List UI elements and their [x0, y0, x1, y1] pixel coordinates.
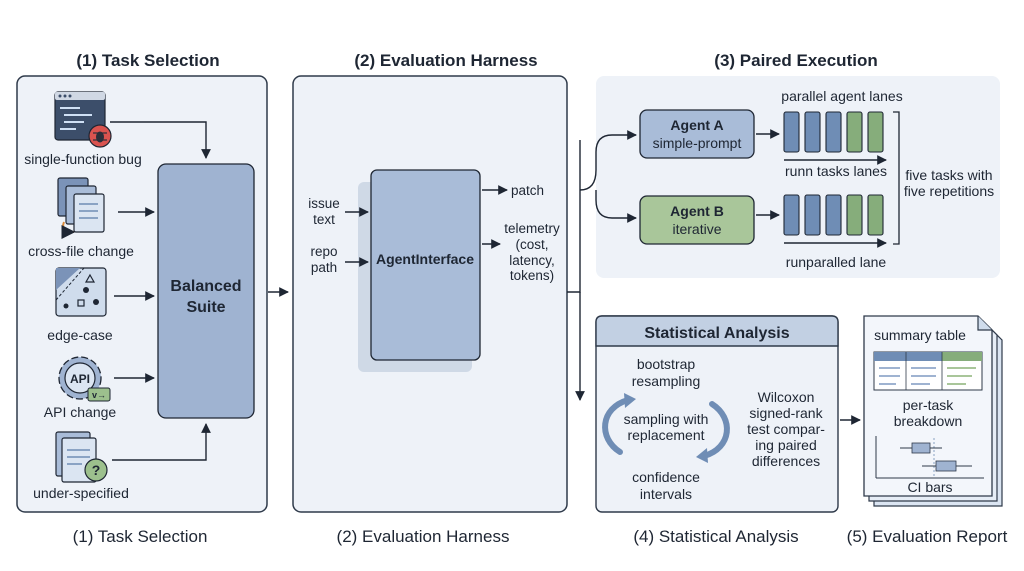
svg-text:?: ?: [92, 462, 101, 478]
lane-bar-a-3: [825, 111, 842, 153]
lane-bar-a-2: [804, 111, 821, 153]
confidence-line1: confidence: [632, 469, 700, 485]
lanes-agent-a: [783, 111, 884, 153]
per-task-line1: per-task: [903, 397, 955, 413]
telemetry-line4: tokens): [510, 268, 554, 283]
telemetry-line3: latency,: [509, 253, 555, 268]
sampling-line2: replacement: [627, 427, 704, 443]
ci-bars-plot-icon: [875, 436, 984, 479]
summary-line2: five repetitions: [904, 183, 994, 199]
file-stack-icon: [57, 177, 105, 239]
title-paired-execution: (3) Paired Execution: [714, 51, 877, 70]
lane-bar-b-1: [783, 194, 800, 236]
arrow-to-agent-a: [579, 130, 637, 191]
wilcoxon-line4: ing paired: [755, 437, 817, 453]
agent-b-desc: iterative: [672, 221, 721, 237]
input-issue-line2: text: [313, 212, 335, 227]
agent-a-desc: simple-prompt: [653, 135, 742, 151]
input-issue-line1: issue: [308, 196, 340, 211]
category-label-cross-file-change: cross-file change: [28, 243, 134, 259]
lanes-agent-b: [783, 194, 884, 236]
wilcoxon-line5: differences: [752, 453, 820, 469]
parallel-lanes-label: parallel agent lanes: [781, 88, 902, 104]
api-gear-icon: API v→: [58, 356, 111, 402]
per-task-line2: breakdown: [894, 413, 963, 429]
footer-task-selection: (1) Task Selection: [73, 527, 208, 546]
balanced-suite-box: [157, 163, 255, 419]
wilcoxon-line1: Wilcoxon: [758, 389, 815, 405]
category-label-edge-case: edge-case: [47, 327, 113, 343]
lane-bar-b-2: [804, 194, 821, 236]
lane-a-caption: runn tasks lanes: [785, 163, 887, 179]
telemetry-line1: telemetry: [504, 221, 560, 236]
category-label-api-change: API change: [44, 404, 117, 420]
svg-text:v→: v→: [92, 390, 106, 400]
summary-table-label: summary table: [874, 327, 966, 343]
output-patch-label: patch: [511, 183, 544, 198]
lane-bar-b-4: [846, 194, 863, 236]
arrow-bug-to-suite: [110, 121, 211, 159]
title-evaluation-harness: (2) Evaluation Harness: [354, 51, 537, 70]
statistical-analysis-header-bg: [595, 315, 839, 347]
balanced-suite-line2: Suite: [186, 299, 225, 316]
agent-interface-box: [370, 169, 481, 361]
arrow-underspecified-to-suite: [112, 423, 211, 461]
category-label-under-specified: under-specified: [33, 485, 129, 501]
footer-statistical-analysis: (4) Statistical Analysis: [633, 527, 798, 546]
resampling-cycle-icon: [602, 393, 730, 463]
arrow-to-agent-b: [595, 190, 637, 223]
lane-bar-b-3: [825, 194, 842, 236]
agent-a-name: Agent A: [670, 117, 723, 133]
sampling-line1: sampling with: [624, 411, 709, 427]
statistical-analysis-header: Statistical Analysis: [644, 325, 789, 342]
svg-text:API: API: [70, 372, 90, 386]
footer-evaluation-harness: (2) Evaluation Harness: [337, 527, 510, 546]
scatter-shapes-icon: [55, 267, 107, 317]
wilcoxon-line2: signed-rank: [749, 405, 823, 421]
wilcoxon-line3: test compar-: [747, 421, 825, 437]
lane-bar-a-1: [783, 111, 800, 153]
confidence-line2: intervals: [640, 486, 692, 502]
agent-b-box: [639, 195, 755, 245]
agent-a-box: [639, 109, 755, 159]
input-repo-line2: path: [311, 260, 337, 275]
code-window-bug-icon: [54, 91, 112, 148]
footer-evaluation-report: (5) Evaluation Report: [847, 527, 1008, 546]
summary-table-icon: [873, 351, 983, 391]
telemetry-line2: (cost,: [515, 237, 548, 252]
bootstrap-line1: bootstrap: [637, 356, 696, 372]
balanced-suite-line1: Balanced: [170, 278, 241, 295]
bootstrap-line2: resampling: [632, 373, 700, 389]
category-label-single-function-bug: single-function bug: [24, 151, 142, 167]
title-task-selection: (1) Task Selection: [76, 51, 219, 70]
lane-bar-b-5: [867, 194, 884, 236]
agent-interface-label: AgentInterface: [376, 251, 474, 267]
connector-harness-branch: [567, 140, 581, 293]
lane-bar-a-4: [846, 111, 863, 153]
summary-line1: five tasks with: [905, 167, 992, 183]
document-question-icon: ?: [55, 431, 108, 483]
lane-b-caption: run​paralled lane: [786, 254, 887, 270]
lane-bar-a-5: [867, 111, 884, 153]
agent-b-name: Agent B: [670, 203, 724, 219]
lanes-bracket: [893, 111, 900, 245]
ci-bars-label: CI bars: [907, 479, 952, 495]
input-repo-line1: repo: [310, 244, 337, 259]
